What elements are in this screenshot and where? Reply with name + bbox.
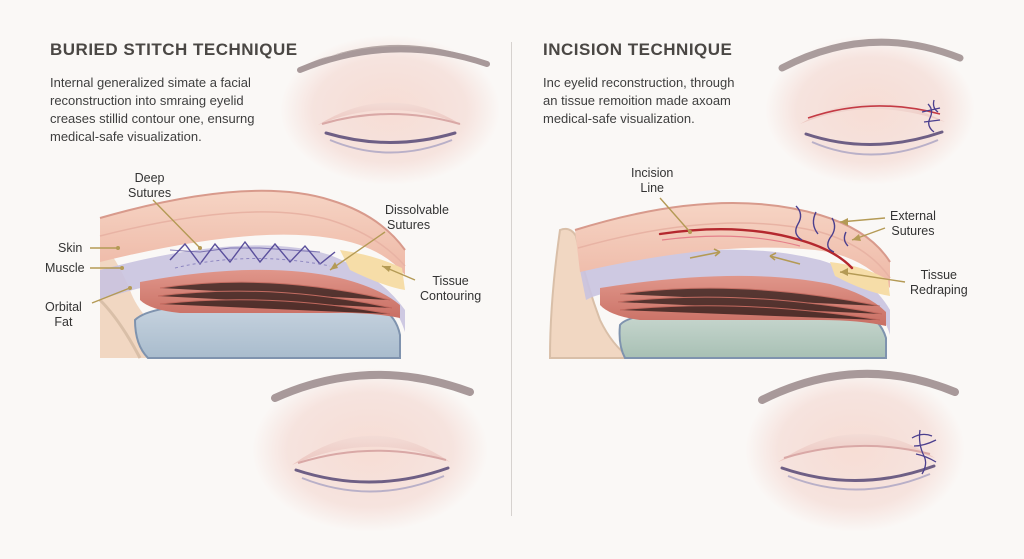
right-desc-line-2: an tissue remoition made axoam [543, 93, 731, 108]
label-external-sutures-line-2: Sutures [891, 224, 935, 238]
label-tissue-redraping: Tissue Redraping [910, 268, 968, 298]
label-deep-sutures: Deep Sutures [128, 171, 171, 201]
right-desc-line-1: Inc eyelid reconstruction, through [543, 75, 735, 90]
left-cross-section [98, 189, 406, 359]
right-desc-line-3: medical-safe visualization. [543, 111, 695, 126]
label-dissolvable-sutures-line-2: Sutures [387, 218, 431, 232]
label-incision-line: Incision Line [631, 166, 673, 196]
left-top-eye-illustration [280, 35, 500, 185]
left-desc-line-1: Internal generalized simate a facial [50, 75, 251, 90]
right-cross-section [548, 202, 891, 359]
label-tissue-contouring-line-1: Tissue [432, 274, 469, 288]
left-desc-line-3: creases stillid contour one, ensurng [50, 111, 255, 126]
label-deep-sutures-line-2: Sutures [128, 186, 172, 200]
right-panel-description: Inc eyelid reconstruction, through an ti… [543, 74, 735, 128]
label-orbital-fat: Orbital Fat [45, 300, 82, 330]
right-leader-arrowheads [688, 218, 861, 276]
label-tissue-contouring: Tissue Contouring [420, 274, 481, 304]
right-top-eye-illustration [765, 35, 975, 185]
label-external-sutures: External Sutures [890, 209, 936, 239]
left-bottom-eye-illustration [252, 368, 488, 532]
left-leader-lines [90, 199, 416, 304]
label-incision-line-line-1: Incision [631, 166, 674, 180]
label-tissue-redraping-line-2: Redraping [910, 283, 968, 297]
right-panel-title: INCISION TECHNIQUE [543, 40, 733, 59]
left-desc-line-4: medical-safe visualization. [50, 129, 202, 144]
panel-divider [511, 42, 512, 516]
label-skin: Skin [58, 241, 83, 255]
left-panel-title: BURIED STITCH TECHNIQUE [50, 40, 298, 59]
label-dissolvable-sutures-line-1: Dissolvable [385, 203, 449, 217]
label-orbital-fat-line-2: Fat [54, 315, 73, 329]
label-deep-sutures-line-1: Deep [134, 171, 165, 185]
label-external-sutures-line-1: External [890, 209, 936, 223]
label-tissue-contouring-line-2: Contouring [420, 289, 482, 303]
label-tissue-redraping-line-1: Tissue [920, 268, 958, 282]
left-desc-line-2: reconstruction into smraing eyelid [50, 93, 244, 108]
label-incision-line-line-2: Line [640, 181, 665, 195]
right-bottom-eye-illustration [745, 368, 965, 532]
label-dissolvable-sutures: Dissolvable Sutures [385, 203, 449, 233]
label-orbital-fat-line-1: Orbital [45, 300, 82, 314]
left-panel-description: Internal generalized simate a facial rec… [50, 74, 255, 146]
label-muscle: Muscle [45, 261, 85, 275]
left-leader-arrowheads [116, 246, 391, 290]
